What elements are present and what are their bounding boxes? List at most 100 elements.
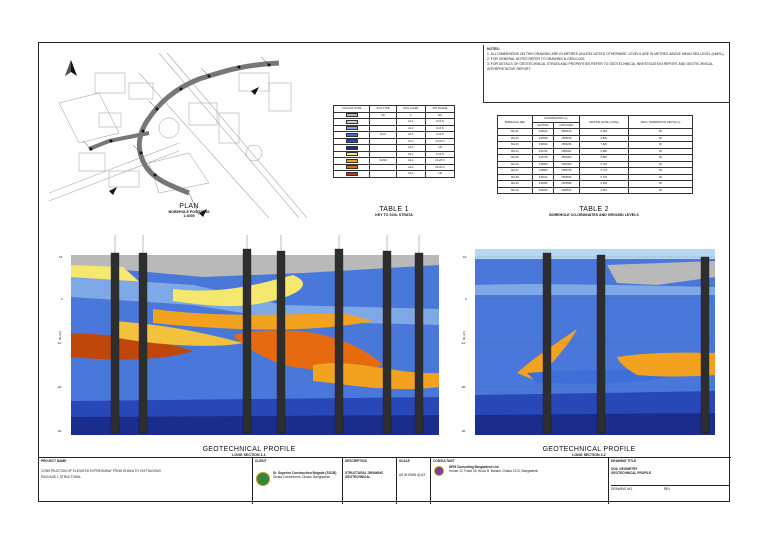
table2-cell: 6.910 [578,186,630,194]
drawing-label: DRAWING TITLE [611,459,637,463]
table1-swatch-cell [332,170,371,178]
profile2-tick: -20 [461,385,466,389]
drawing-sheet: NOTES: 1. ALL DIMENSIONS ON THIS DRAWING… [38,42,731,504]
scale-label: SCALE [399,459,410,463]
soil-colour-swatch [345,139,358,144]
consultant-cell: CONSULTANT DPM Consulting Bangladesh Ltd… [431,458,609,504]
soil-colour-swatch [345,165,358,170]
profile1-title: GEOTECHNICAL PROFILE [202,446,296,453]
scale-text: AS SHOWN @ A3 [399,473,426,477]
soil-colour-swatch [345,171,358,176]
table2-title: TABLE 2 [579,206,609,213]
project-sub: PACKAGE 1 STRUCTURAL [41,475,82,479]
plan-view [48,52,308,218]
profile2-caption: GEOTECHNICAL PROFILE LONG SECTION 2-2 [529,446,649,457]
profile1-tick: 10 [59,255,63,259]
note-item: 1. ALL DIMENSIONS ON THIS DRAWING ARE IN… [487,52,725,56]
plan-title: PLAN [179,203,199,210]
profile2-tick: -10 [461,341,466,345]
table-1: COLOUR CODE SOIL TYPE SOIL LAYER SPT RAN… [332,105,456,178]
profile2-title: GEOTECHNICAL PROFILE [542,446,636,453]
consultant-label: CONSULTANT [433,459,455,463]
profile1-tick: -10 [57,341,62,345]
drawing-text2: GEOTECHNICAL PROFILE [611,471,652,475]
table1-cell: >30 [424,170,456,178]
project-text: CONSTRUCTION OF ELEVATED EXPRESSWAY FROM… [41,469,161,473]
profile2-subtitle: LONG SECTION 2-2 [572,453,606,457]
profile1-tick: 0 [61,297,63,301]
table2-cell: 60 [628,186,693,194]
client-seal-icon [256,472,270,486]
project-cell: PROJECT NAME CONSTRUCTION OF ELEVATED EX… [39,458,253,504]
notes-title: NOTES: [487,47,500,51]
consultant-name: DPM Consulting Bangladesh Ltd. [449,465,500,469]
profile1-axis-label: RL (m) [58,331,62,340]
table2-header: DRILL TERMINATION DEPTH (m) [628,115,693,129]
table2-subtitle: BOREHOLE CO-ORDINATES AND GROUND LEVELS [549,213,639,217]
profile1-subtitle: LONG SECTION 1-1 [232,453,266,457]
table1-cell: Fill [369,111,397,119]
table2-header: GROUND LEVEL (mMSL) [578,115,630,129]
soil-colour-swatch [345,158,358,163]
plan-subtitle: BOREHOLE POSITIONS [168,210,210,214]
table1-cell: 0-10 N [424,118,456,126]
table-2: BOREHOLE REF COORDINATES (m) GROUND LEVE… [497,115,693,194]
profile2-axis-label: RL (m) [462,331,466,340]
note-item: 3. FOR DETAILS OF GEOTECHNICAL STRATA AN… [487,62,714,66]
soil-colour-swatch [345,152,358,157]
consultant-logo-icon [434,466,444,476]
project-label: PROJECT NAME [41,459,67,463]
drawing-title-cell: DRAWING TITLE SOIL GEOMETRY GEOTECHNICAL… [609,458,731,504]
scale-cell: SCALE AS SHOWN @ A3 [397,458,431,504]
table1-caption: TABLE 1 KEY TO SOIL STRATA [339,206,449,217]
note-item: INTERPRETATIVE REPORT. [487,67,532,71]
table1-cell: N/A [424,111,456,119]
drawing-no-label: DRAWING NO. [611,487,633,491]
table2-cell: BH-10 [497,186,533,194]
profile-2-2: 10 0 -10 -20 -30 RL (m) [461,249,715,435]
notes-block: NOTES: 1. ALL DIMENSIONS ON THIS DRAWING… [483,45,729,103]
desc-text1: STRUCTURAL DRAWING [345,471,384,475]
desc-text2: GEOTECHNICAL [345,475,371,479]
profile2-tick: 0 [465,297,467,301]
profile1-tick: -30 [57,429,62,433]
profile-1-1: 10 0 -10 -20 -30 RL (m) [57,235,439,435]
soil-colour-swatch [345,113,358,118]
table1-header: SPT RANGE [424,105,456,113]
profile2-tick: 10 [463,255,467,259]
drawing-text1: SOIL GEOMETRY [611,467,638,471]
table1-cell [369,170,397,178]
plan-caption: PLAN BOREHOLE POSITIONS 1:3000 [159,203,219,218]
rev-label: REV [663,487,671,491]
desc-label: DESCRIPTION [345,459,367,463]
table1-subtitle: KEY TO SOIL STRATA [375,213,413,217]
table2-group-header: COORDINATES (m) [531,115,580,123]
table1-cell: A2-4 [395,170,426,178]
profile1-caption: GEOTECHNICAL PROFILE LONG SECTION 1-1 [189,446,309,457]
table1-cell [369,118,397,126]
table2-cell: 2565641 [553,186,580,194]
client-sub: Dhaka Cantonment, Dhaka, Bangladesh [273,475,331,479]
client-label: CLIENT [255,459,267,463]
note-item: 2. FOR GENERAL NOTES REFER TO DRAWING B-… [487,57,586,61]
client-name: Sr. Superior Construction Brigade (SSCB) [273,471,337,475]
alignment-path [136,60,280,196]
consultant-sub: House 12, Road 05, Block B, Banani, Dhak… [449,469,539,473]
plan-scale: 1:3000 [183,214,195,218]
table1-title: TABLE 1 [379,206,409,213]
table2-caption: TABLE 2 BOREHOLE CO-ORDINATES AND GROUND… [509,206,679,217]
table1-header: SOIL TYPE [369,105,397,113]
soil-colour-swatch [345,145,358,150]
table1-row: A2-4>30 [332,170,456,178]
table2-header: BOREHOLE REF [497,115,533,129]
soil-colour-swatch [345,119,358,124]
title-block: PROJECT NAME CONSTRUCTION OF ELEVATED EX… [39,457,731,504]
description-cell: DESCRIPTION STRUCTURAL DRAWING GEOTECHNI… [343,458,397,504]
profile1-tick: -20 [57,385,62,389]
client-cell: CLIENT Sr. Superior Construction Brigade… [253,458,343,504]
soil-colour-swatch [345,132,358,137]
